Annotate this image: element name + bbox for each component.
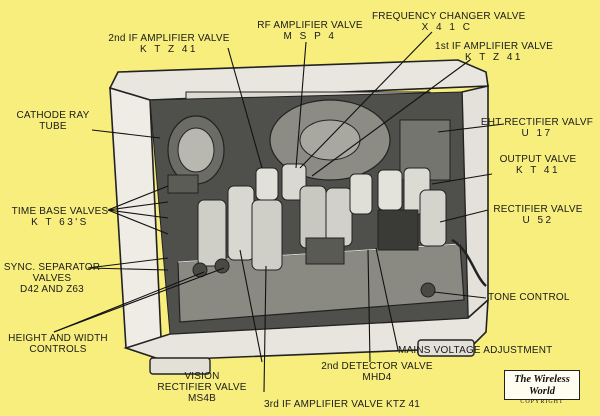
- label-2nd-if-amplifier-valve: 2nd IF AMPLIFIER VALVE K T Z 41: [94, 33, 244, 55]
- label-line: 3rd IF AMPLIFIER VALVE KTZ 41: [264, 399, 421, 410]
- copyright-notice: COPYRIGHT: [520, 399, 564, 405]
- label-line: CATHODE RAY: [16, 110, 90, 121]
- label-eht-rectifier-valve: EHT RECTIFIER VALVF U 17: [476, 117, 598, 139]
- valve: [255, 167, 279, 201]
- label-line: K T Z 41: [465, 52, 523, 63]
- label-2nd-detector-valve: 2nd DETECTOR VALVE MHD4: [316, 361, 438, 383]
- label-sync-separator-valves: SYNC. SEPARATOR VALVES D42 AND Z63: [2, 262, 102, 295]
- label-line: 2nd DETECTOR VALVE: [321, 361, 433, 372]
- label-line: EHT RECTIFIER VALVF: [480, 117, 594, 128]
- valve: [377, 169, 403, 211]
- transformer: [377, 209, 419, 251]
- label-line: K T 63'S: [31, 217, 89, 228]
- label-line: D42 AND Z63: [20, 284, 84, 295]
- label-line: VALVES: [32, 273, 72, 284]
- valve: [419, 189, 447, 247]
- label-height-and-width-controls: HEIGHT AND WIDTH CONTROLS: [2, 333, 114, 355]
- label-line: 1st IF AMPLIFIER VALVE: [435, 41, 553, 52]
- terminal-block: [305, 237, 345, 265]
- valve: [349, 173, 373, 215]
- label-line: 2nd IF AMPLIFIER VALVE: [108, 33, 230, 44]
- valve: [325, 187, 353, 247]
- cathode-ray-tube: [167, 115, 225, 194]
- label-time-base-valves: TIME BASE VALVES K T 63'S: [8, 206, 112, 228]
- label-line: MS4B: [187, 393, 217, 404]
- label-line: TUBE: [39, 121, 67, 132]
- cabinet-foot-left: [149, 357, 211, 375]
- label-line: MHD4: [362, 372, 392, 383]
- label-line: M S P 4: [283, 31, 337, 42]
- label-mains-voltage-adjustment: MAINS VOLTAGE ADJUSTMENT: [398, 345, 552, 356]
- valve: [197, 199, 227, 267]
- label-frequency-changer-valve: FREQUENCY CHANGER VALVE X 4 1 C: [372, 11, 526, 33]
- cabinet-foot-right: [417, 339, 475, 357]
- label-line: TONE CONTROL: [488, 292, 570, 303]
- label-tone-control: TONE CONTROL: [488, 292, 570, 303]
- label-line: TIME BASE VALVES: [11, 206, 109, 217]
- valve: [251, 199, 283, 271]
- label-line: CONTROLS: [29, 344, 87, 355]
- label-line: HEIGHT AND WIDTH: [8, 333, 108, 344]
- label-line: K T 41: [515, 165, 561, 176]
- label-rectifier-valve: RECTIFIER VALVE U 52: [484, 204, 592, 226]
- loudspeaker: [269, 99, 391, 181]
- valve: [227, 185, 255, 261]
- label-output-valve: OUTPUT VALVE K T 41: [488, 154, 588, 176]
- cabinet: [108, 59, 489, 375]
- label-line: SYNC. SEPARATOR: [3, 262, 101, 273]
- label-rf-amplifier-valve: RF AMPLIFIER VALVE M S P 4: [250, 20, 370, 42]
- label-line: U 17: [521, 128, 553, 139]
- label-line: RECTIFIER VALVE: [493, 204, 583, 215]
- label-3rd-if-amplifier-valve: 3rd IF AMPLIFIER VALVE KTZ 41: [264, 399, 420, 410]
- label-line: VISION: [184, 371, 220, 382]
- publisher-name: The Wireless World: [514, 374, 570, 397]
- label-line: OUTPUT VALVE: [499, 154, 577, 165]
- label-line: K T Z 41: [140, 44, 198, 55]
- control-knob: [420, 282, 436, 298]
- label-1st-if-amplifier-valve: 1st IF AMPLIFIER VALVE K T Z 41: [426, 41, 562, 63]
- mains-lead: [451, 238, 487, 287]
- valves: [197, 163, 447, 271]
- label-line: MAINS VOLTAGE ADJUSTMENT: [398, 345, 553, 356]
- label-line: X 4 1 C: [421, 22, 473, 33]
- label-line: RECTIFIER VALVE: [157, 382, 247, 393]
- leader-lines: [53, 31, 505, 393]
- label-vision-rectifier-valve: VISION RECTIFIER VALVE MS4B: [150, 371, 254, 404]
- label-line: RF AMPLIFIER VALVE: [257, 20, 363, 31]
- label-line: FREQUENCY CHANGER VALVE: [372, 11, 526, 22]
- label-cathode-ray-tube: CATHODE RAY TUBE: [8, 110, 98, 132]
- copyright-badge: The Wireless World COPYRIGHT: [504, 370, 580, 405]
- label-line: U 52: [522, 215, 554, 226]
